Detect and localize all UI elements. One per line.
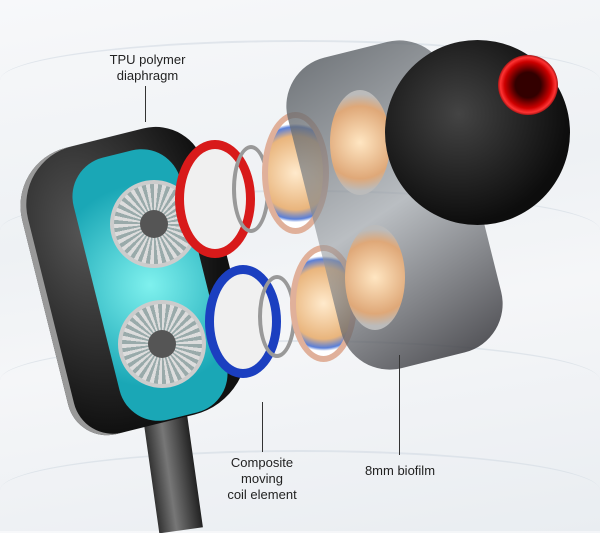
bottom-driver — [118, 300, 206, 388]
background-wave — [0, 40, 600, 120]
label-line: Composite — [230, 455, 294, 470]
shell-driver-bottom — [345, 225, 405, 330]
label-diaphragm: TPU polymer diaphragm — [100, 52, 195, 84]
background-wave — [0, 450, 600, 530]
callout-line — [145, 86, 146, 122]
callout-line — [262, 402, 263, 452]
label-coil: Composite moving coil element — [212, 455, 312, 503]
label-biofilm: 8mm biofilm — [364, 463, 436, 478]
label-line: TPU polymer — [109, 52, 186, 67]
label-line: diaphragm — [116, 68, 179, 83]
label-line: moving — [241, 471, 283, 486]
shell-driver-top — [330, 90, 390, 195]
ear-tip-nozzle — [498, 55, 558, 115]
label-line: coil element — [227, 487, 297, 502]
callout-line — [399, 355, 400, 455]
